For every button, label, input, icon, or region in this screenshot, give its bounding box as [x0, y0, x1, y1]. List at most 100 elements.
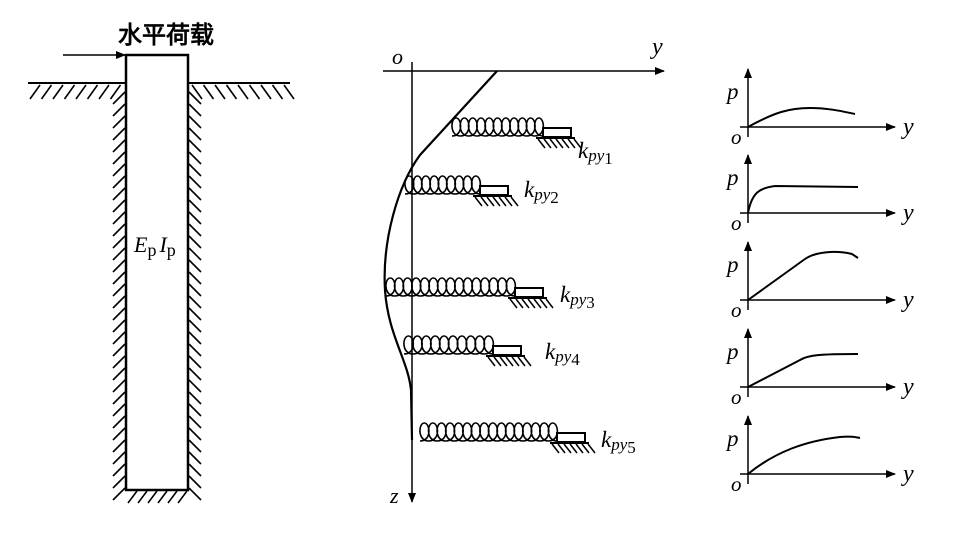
hatch-mark: [498, 196, 507, 207]
hatch-mark: [188, 451, 202, 465]
p-axis-label: p: [725, 426, 739, 451]
hatch-mark: [75, 84, 87, 100]
hatch-mark: [147, 490, 158, 504]
hatch-mark: [112, 211, 126, 225]
hatch-mark: [188, 139, 202, 153]
spring-coil: [403, 335, 495, 355]
hatch-mark: [563, 443, 572, 454]
py-y-label: y: [901, 287, 914, 313]
hatch-mark: [509, 298, 518, 309]
spring-anchor-block: [492, 345, 522, 356]
py-y-label: y: [901, 200, 914, 226]
z-axis-label: z: [389, 483, 399, 508]
hatch-mark: [167, 490, 178, 504]
spring-3: kpy3: [385, 277, 595, 312]
spring-anchor-block: [542, 127, 572, 138]
hatch-mark: [493, 356, 502, 367]
hatch-mark: [137, 490, 148, 504]
hatch-mark: [188, 331, 202, 345]
hatch-mark: [188, 379, 202, 393]
spring-group: kpy1 kpy2 kpy3 kpy4 kpy5: [385, 117, 636, 457]
hatch-mark: [188, 283, 202, 297]
hatch-mark: [545, 298, 554, 309]
hatch-mark: [112, 319, 126, 333]
hatch-mark: [188, 163, 202, 177]
hatch-mark: [517, 356, 526, 367]
hatch-mark: [549, 138, 558, 149]
hatch-mark: [29, 84, 41, 100]
hatch-mark: [112, 187, 126, 201]
hatch-mark: [573, 138, 582, 149]
hatch-mark: [112, 151, 126, 165]
hatch-mark: [188, 391, 202, 405]
hatch-mark: [515, 298, 524, 309]
hatch-mark: [98, 84, 110, 100]
hatch-mark: [188, 199, 202, 213]
hatch-mark: [112, 487, 126, 501]
py-curve: [747, 353, 859, 388]
spring-stiffness-label: kpy2: [524, 177, 559, 207]
hatch-mark: [504, 196, 513, 207]
spring-stiffness-label: kpy4: [545, 339, 580, 369]
hatch-mark: [112, 115, 126, 129]
hatch-mark: [543, 138, 552, 149]
hatch-mark: [112, 127, 126, 141]
hatch-mark: [248, 84, 261, 100]
hatch-mark: [112, 427, 126, 441]
hatch-mark: [112, 295, 126, 309]
hatch-mark: [112, 451, 126, 465]
hatch-mark: [112, 103, 126, 117]
hatch-mark: [575, 443, 584, 454]
hatch-mark: [188, 223, 202, 237]
hatch-mark: [188, 475, 202, 489]
hatch-mark: [109, 84, 122, 100]
hatch-mark: [587, 443, 596, 454]
hatch-mark: [112, 415, 126, 429]
spring-coil: [419, 422, 559, 442]
y-axis-label: y: [650, 34, 663, 60]
hatch-mark: [112, 379, 126, 393]
hatch-mark: [188, 487, 202, 501]
hatch-mark: [188, 175, 202, 189]
hatch-mark: [86, 84, 99, 100]
hatch-mark: [569, 443, 578, 454]
deflection-curve: [383, 70, 498, 441]
horizontal-load-label: 水平荷载: [118, 21, 214, 49]
hatch-mark: [486, 196, 495, 207]
hatch-mark: [188, 91, 202, 105]
spring-stiffness-label: kpy3: [560, 282, 595, 312]
spring-2: kpy2: [404, 175, 559, 207]
hatch-mark: [188, 151, 202, 165]
hatch-mark: [260, 84, 272, 100]
hatch-mark: [523, 356, 532, 367]
hatch-mark: [555, 138, 564, 149]
hatch-mark: [112, 139, 126, 153]
hatch-mark: [112, 439, 126, 453]
hatch-mark: [551, 443, 560, 454]
hatch-mark: [283, 84, 295, 100]
hatch-mark: [112, 175, 126, 189]
hatch-mark: [112, 283, 126, 297]
hatch-mark: [188, 439, 202, 453]
hatch-mark: [527, 298, 536, 309]
hatch-mark: [112, 343, 126, 357]
spring-stiffness-label: kpy5: [601, 427, 636, 457]
hatch-mark: [480, 196, 489, 207]
py-origin-label: o: [731, 125, 742, 149]
hatch-mark: [487, 356, 496, 367]
spring-coil: [404, 175, 482, 195]
hatch-mark: [112, 391, 126, 405]
spring-coil: [451, 117, 545, 137]
hatch-mark: [188, 247, 202, 261]
py-curve: [747, 435, 861, 475]
hatch-mark: [191, 84, 203, 100]
hatch-mark: [188, 187, 202, 201]
spring-1: kpy1: [451, 117, 613, 168]
spring-anchor-block: [514, 287, 544, 298]
hatch-mark: [537, 138, 546, 149]
